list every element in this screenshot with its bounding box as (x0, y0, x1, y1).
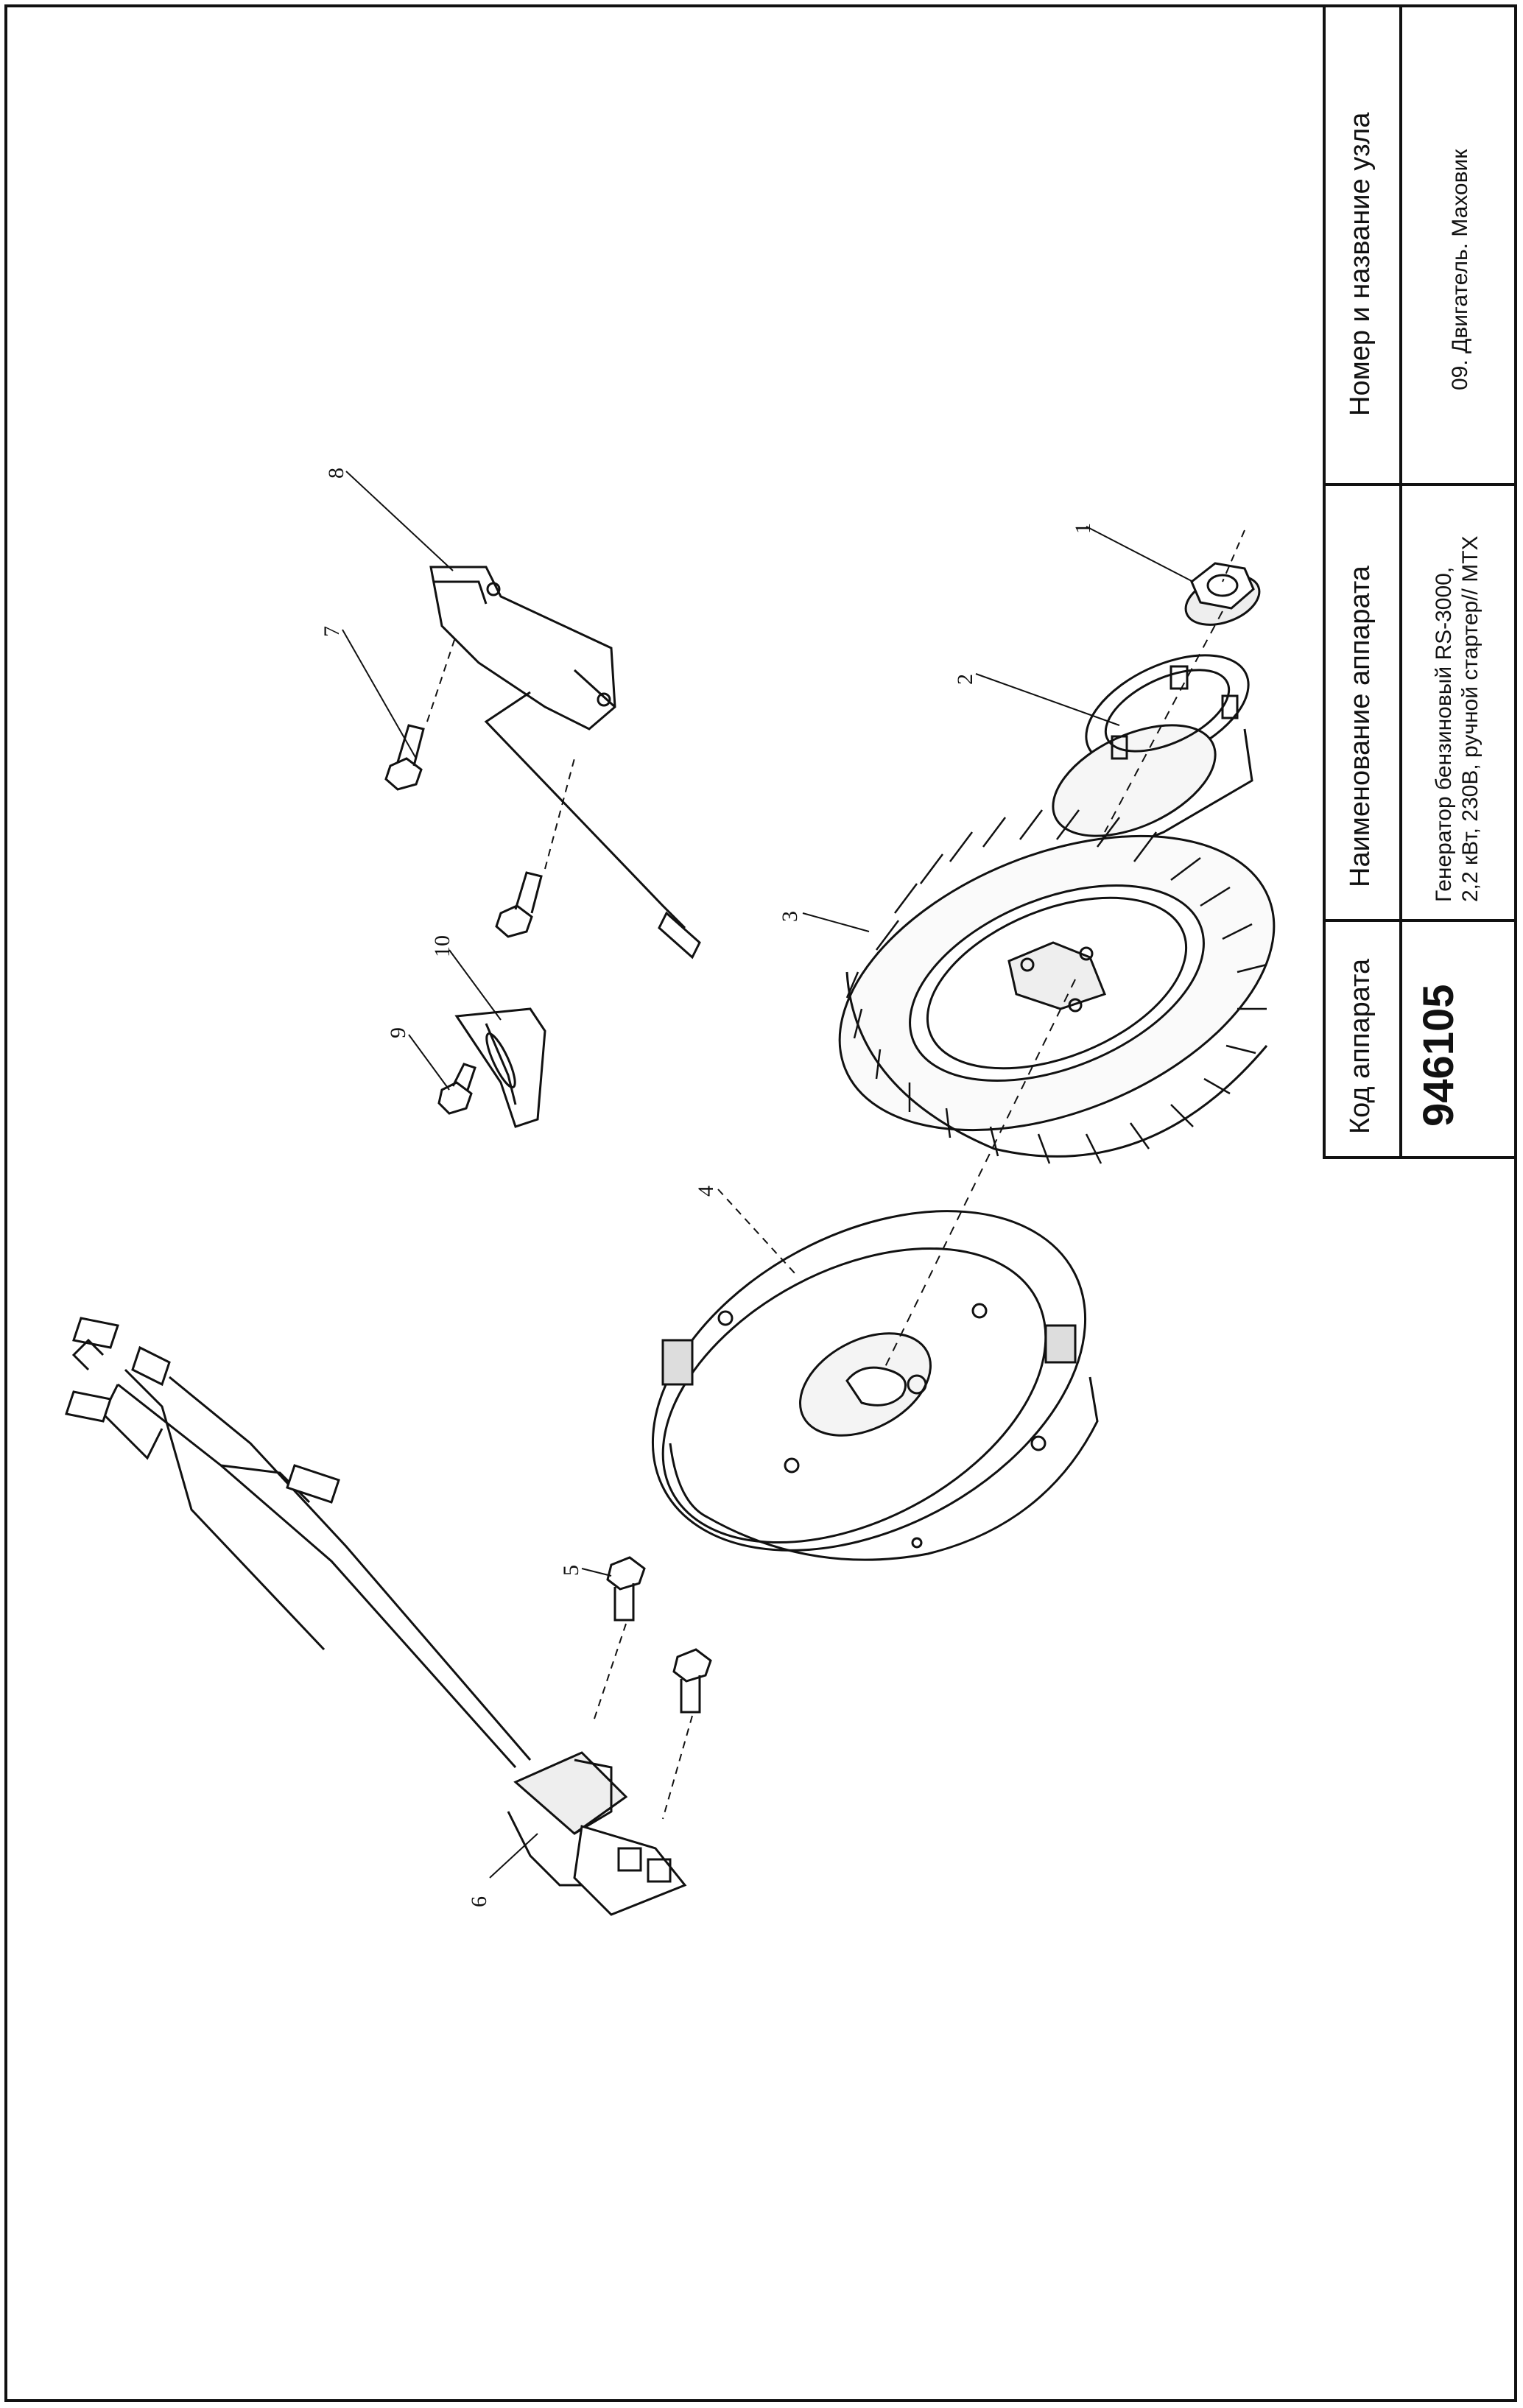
bracket-part-8 (429, 566, 701, 960)
callout-7: 7 (320, 626, 344, 637)
callout-9: 9 (386, 1027, 410, 1038)
callout-2: 2 (953, 674, 977, 685)
flange-nut-part-1 (1184, 529, 1261, 626)
bolt-part-7 (384, 633, 457, 791)
title-block (1323, 4, 1517, 1159)
callout-8: 8 (324, 468, 348, 479)
sheet-border (4, 4, 1517, 2402)
cooling-fan-part-3 (838, 809, 1276, 1164)
flywheel-part-4 (651, 1210, 1099, 1561)
title-block-row-divider (1323, 483, 1517, 486)
ignition-coil-part-6 (65, 1317, 687, 1916)
callout-1: 1 (1071, 523, 1095, 534)
bolt-part-7-second (495, 758, 575, 938)
callout-10: 10 (430, 935, 454, 957)
callout-6: 6 (467, 1896, 491, 1907)
screw-part-9 (437, 1063, 476, 1115)
starter-cup-part-2 (1052, 654, 1253, 843)
callout-5: 5 (559, 1565, 583, 1576)
callout-4: 4 (694, 1186, 718, 1197)
bolt-part-5 (592, 1556, 646, 1724)
title-block-row-divider (1323, 919, 1517, 922)
callout-3: 3 (778, 911, 802, 922)
bolt-part-5-second (662, 1648, 712, 1820)
clip-part-10 (454, 1007, 546, 1128)
title-block-divider (1399, 4, 1402, 1159)
